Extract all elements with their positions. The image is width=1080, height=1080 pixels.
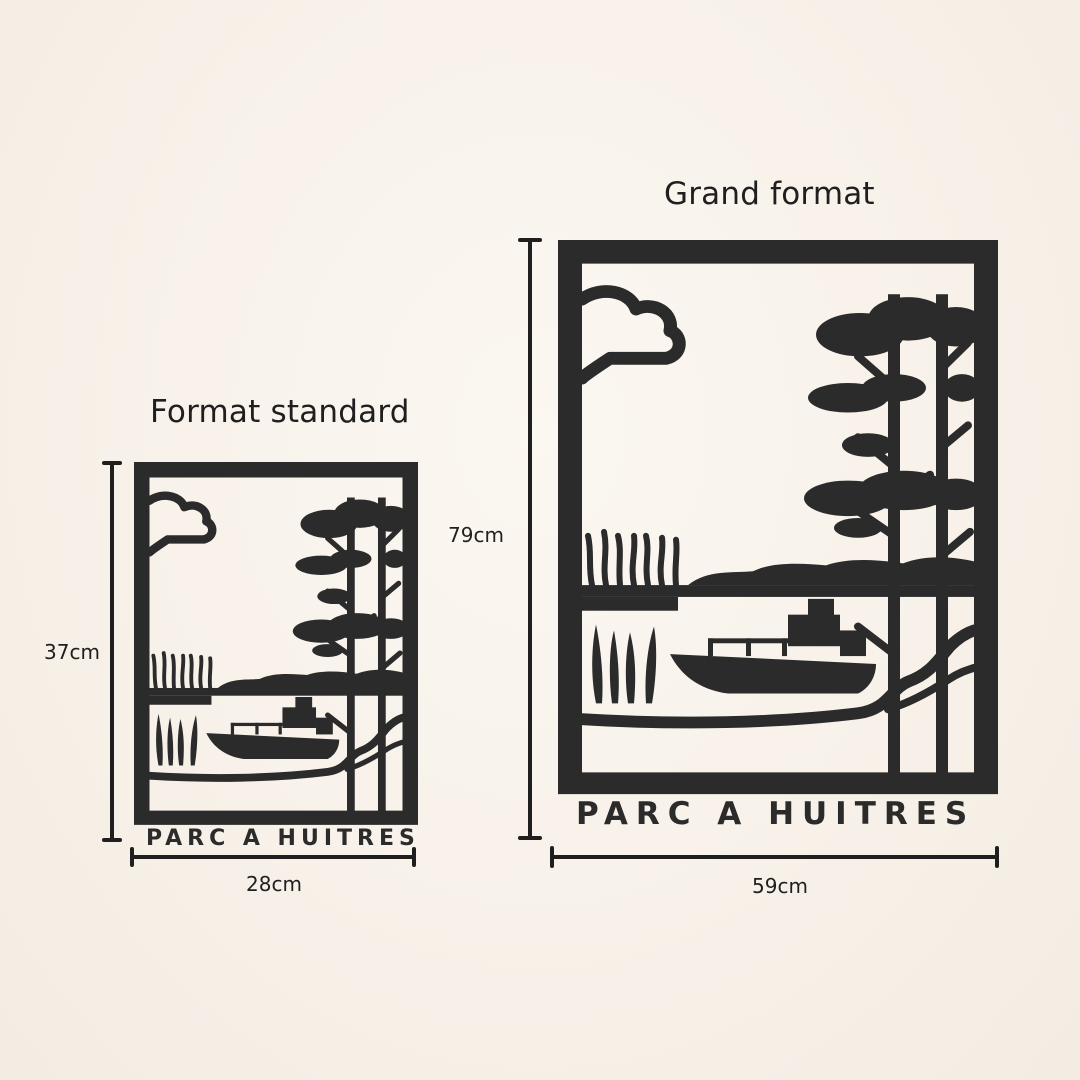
standard-artwork-caption: PARC A HUITRES (146, 826, 420, 851)
standard-height-label: 37cm (44, 640, 100, 664)
grand-height-label: 79cm (448, 523, 504, 547)
grand-format-title: Grand format (664, 176, 875, 212)
grand-width-label: 59cm (752, 874, 808, 898)
standard-width-label: 28cm (246, 872, 302, 896)
standard-format-title: Format standard (150, 394, 410, 430)
grand-artwork-caption: PARC A HUITRES (576, 796, 976, 832)
